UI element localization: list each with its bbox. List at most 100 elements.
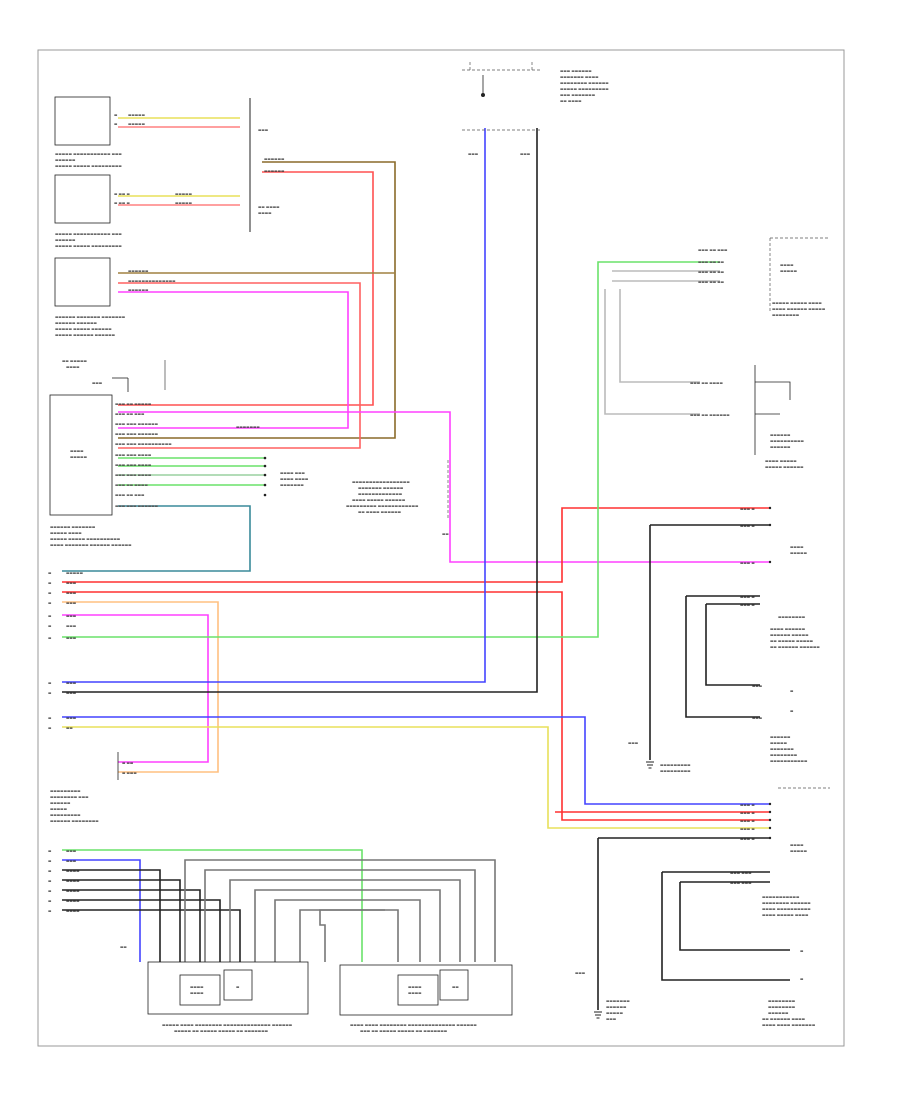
rru-ground-label: ▬▬▬: [628, 741, 639, 745]
ecm-label-3: ▬▬▬▬▬ ▬▬▬▬▬ ▬▬▬▬▬▬▬▬▬▬: [50, 537, 121, 541]
top-center-text-6: ▬▬ ▬▬▬▬: [560, 99, 582, 103]
rrl-row-2: ▬▬▬ ▬▬▬: [730, 881, 752, 885]
wire-green-h: [62, 261, 720, 638]
rrl-aux-2: ▬: [800, 977, 804, 981]
bottom-right-module: ▬▬▬▬ ▬▬▬▬ ▬▬ ▬▬▬▬ ▬▬▬▬ ▬▬▬▬▬▬▬▬ ▬▬▬▬▬▬▬▬…: [339, 964, 513, 1033]
svg-text:▬: ▬: [48, 869, 52, 873]
left-connector-b: ▬▬ ▬▬▬▬▬▬ ▬▬ ▬▬▬▬▬: [48, 681, 77, 730]
top-center-dashed-box: [462, 62, 540, 131]
rtr-label-2: ▬▬▬▬ ▬▬▬▬▬▬ ▬▬▬▬▬: [772, 307, 826, 311]
top-center-text-2: ▬▬▬▬▬▬▬ ▬▬▬▬: [560, 75, 599, 79]
rrl-label-3: ▬▬▬▬ ▬▬▬▬▬▬▬▬▬▬: [762, 907, 811, 911]
wire-black-b4: [62, 899, 221, 962]
top-center-text-4: ▬▬▬▬▬ ▬▬▬▬▬▬▬▬▬: [560, 87, 609, 91]
wire-black-rm4: [705, 604, 760, 686]
rmr-row-2: ▬▬▬ ▬▬ ▬▬▬▬▬▬: [690, 413, 730, 417]
rrl-name-1: ▬▬▬▬: [790, 843, 804, 847]
top-center-text-3: ▬▬▬▬▬▬▬▬ ▬▬▬▬▬▬: [560, 81, 609, 85]
wire-label-blk-top: ▬▬▬: [520, 152, 531, 156]
ecm-row-3: ▬▬▬ ▬▬▬ ▬▬▬▬▬▬: [115, 422, 159, 426]
ground-icon-1: [646, 761, 654, 769]
wire-blue-vertical: [62, 128, 486, 683]
rrl-ground-text-2: ▬▬▬▬▬▬: [606, 1005, 627, 1009]
svg-text:▬: ▬: [48, 899, 52, 903]
svg-text:▬▬▬: ▬▬▬: [66, 716, 77, 720]
ecm-top-label-2: ▬▬▬▬: [66, 365, 80, 369]
wire-green-bottom: [62, 849, 363, 962]
blm-label-2: ▬▬▬▬▬ ▬▬ ▬▬▬▬▬ ▬▬▬▬▬ ▬▬ ▬▬▬▬▬▬▬: [174, 1029, 269, 1033]
lbs-label-2: ▬▬▬▬▬▬▬▬ ▬▬▬: [50, 795, 89, 799]
brm-aux-box: [439, 969, 469, 1001]
ecm-row-9: ▬▬▬ ▬▬ ▬▬▬▬: [115, 483, 148, 487]
top-center-connector: ▬▬▬ ▬▬▬▬▬▬ ▬▬▬▬▬▬▬ ▬▬▬▬ ▬▬▬▬▬▬▬▬ ▬▬▬▬▬▬ …: [462, 62, 609, 156]
svg-text:▬: ▬: [48, 889, 52, 893]
wire-yellow-lower: [62, 726, 770, 829]
ecm-label-2: ▬▬▬▬▬ ▬▬▬▬: [50, 531, 82, 535]
center-label-4: ▬▬▬▬ ▬▬▬▬▬ ▬▬▬▬▬▬: [352, 498, 406, 502]
left-connector-c: ▬▬▬ ▬▬▬ ▬ ▬▬▬▬▬▬▬▬▬▬ ▬▬▬▬▬▬▬▬▬▬▬▬ ▬▬▬▬: [48, 849, 80, 913]
rru-name-2: ▬▬▬▬▬: [790, 551, 808, 555]
wire-grey-b2: [204, 869, 476, 962]
ecm-name-1: ▬▬▬▬: [70, 449, 84, 453]
ecm-row-1: ▬▬▬ ▬▬ ▬▬▬▬▬: [115, 402, 152, 406]
svg-text:▬▬▬: ▬▬▬: [66, 636, 77, 640]
ecm-top-label-3: ▬▬▬: [92, 381, 103, 385]
wire-black-rm2: [685, 596, 760, 718]
wire-label-blu-top: ▬▬▬: [468, 152, 479, 156]
clutch-label-2: ▬▬▬▬▬▬ ▬▬▬▬▬▬: [55, 321, 97, 325]
rmr-lead: [755, 381, 791, 400]
wire-pink-clutch: [118, 291, 349, 429]
wire-red-h2: [62, 591, 770, 821]
rru-aux-1: ▬: [790, 689, 794, 693]
rtr-name-1: ▬▬▬▬: [780, 263, 794, 267]
sensor-box-1: ▬ ▬ ▬▬▬▬▬ ▬▬▬▬▬ ▬▬▬▬▬ ▬▬▬▬▬▬▬▬▬▬▬ ▬▬▬ ▬▬…: [54, 96, 146, 168]
ecm-row-8: ▬▬▬ ▬▬▬ ▬▬▬▬: [115, 473, 152, 477]
rrl-label-6: ▬▬▬▬▬▬▬▬: [768, 1005, 796, 1009]
sensor-box-2: ▬ ▬▬ ▬ ▬ ▬▬ ▬ ▬▬▬▬▬ ▬▬▬▬▬ ▬▬▬▬▬ ▬▬▬▬▬▬▬▬…: [54, 174, 193, 248]
wire-grey-r4: [604, 289, 700, 415]
right-relay-upper: ▬▬▬ ▬ ▬▬▬ ▬ ▬▬▬ ▬ ▬▬▬▬ ▬▬▬▬▬ ▬▬▬ ▬ ▬▬▬ ▬…: [628, 507, 820, 773]
rmr-row-1: ▬▬▬ ▬▬ ▬▬▬▬: [690, 381, 723, 385]
svg-text:▬: ▬: [48, 601, 52, 605]
rru-name-1: ▬▬▬▬: [790, 545, 804, 549]
wire-black-b5: [62, 909, 241, 962]
svg-text:▬▬▬: ▬▬▬: [66, 859, 77, 863]
svg-text:▬▬▬▬: ▬▬▬▬: [66, 869, 80, 873]
wire-black-b2: [62, 879, 181, 962]
rrl-aux-1: ▬: [800, 949, 804, 953]
rtr-label-3: ▬▬▬▬▬▬▬▬: [772, 313, 800, 317]
center-label-3: ▬▬▬▬▬▬▬▬▬▬▬▬▬: [358, 492, 403, 496]
rrl-ground-label: ▬▬▬: [575, 971, 586, 975]
center-label-6: ▬▬ ▬▬▬▬ ▬▬▬▬▬▬: [358, 510, 402, 514]
engine-control-module: ▬▬ ▬▬▬▬▬ ▬▬▬▬ ▬▬▬ ▬▬▬▬ ▬▬▬▬▬ ▬▬▬ ▬▬ ▬▬▬▬…: [49, 359, 309, 547]
sensor-2-label-2: ▬▬▬▬▬▬: [55, 238, 76, 242]
svg-text:▬: ▬: [48, 636, 52, 640]
svg-text:▬▬▬: ▬▬▬: [66, 624, 77, 628]
lbs-label-3: ▬▬▬▬▬▬: [50, 801, 71, 805]
ground-icon-2: [594, 1011, 602, 1019]
top-center-pin: [481, 93, 485, 97]
rru-row-2: ▬▬▬ ▬: [740, 603, 755, 607]
splice-wire-1: ▬▬▬▬▬▬: [264, 157, 285, 161]
wire-pink-h: [62, 614, 209, 763]
rru-pin-3: ▬▬▬ ▬: [740, 561, 755, 565]
rrl-pin-5: ▬▬▬ ▬: [740, 837, 755, 841]
rrl-ground-text-1: ▬▬▬▬▬▬▬: [606, 999, 630, 1003]
sensor-1-wire-a: ▬▬▬▬▬: [128, 113, 146, 117]
rru-label-10: ▬▬▬▬▬▬▬▬▬▬▬: [770, 759, 808, 763]
rrl-label-1: ▬▬▬▬▬▬▬▬▬▬▬: [762, 895, 800, 899]
svg-text:▬: ▬: [48, 716, 52, 720]
rru-row-1: ▬▬▬ ▬: [740, 595, 755, 599]
splice-label-3: ▬▬▬▬: [258, 211, 272, 215]
svg-text:▬: ▬: [48, 681, 52, 685]
clutch-switch-box: ▬▬▬▬▬▬ ▬▬▬▬▬▬▬▬▬▬▬▬▬▬ ▬▬▬▬▬▬ ▬▬▬▬▬▬ ▬▬▬▬…: [54, 257, 176, 337]
rru-ground-text-2: ▬▬▬▬▬▬▬▬▬: [660, 769, 691, 773]
splice-wire-2: ▬▬▬▬▬▬: [264, 169, 285, 173]
lbs-label-6: ▬▬▬▬▬▬ ▬▬▬▬▬▬▬▬: [50, 819, 99, 823]
svg-text:▬▬▬: ▬▬▬: [66, 591, 77, 595]
svg-text:▬▬▬▬▬: ▬▬▬▬▬: [66, 571, 84, 575]
rrl-pin-1: ▬▬▬ ▬: [740, 803, 755, 807]
wires: [62, 117, 790, 1010]
blm-aux-label: ▬: [236, 985, 240, 989]
